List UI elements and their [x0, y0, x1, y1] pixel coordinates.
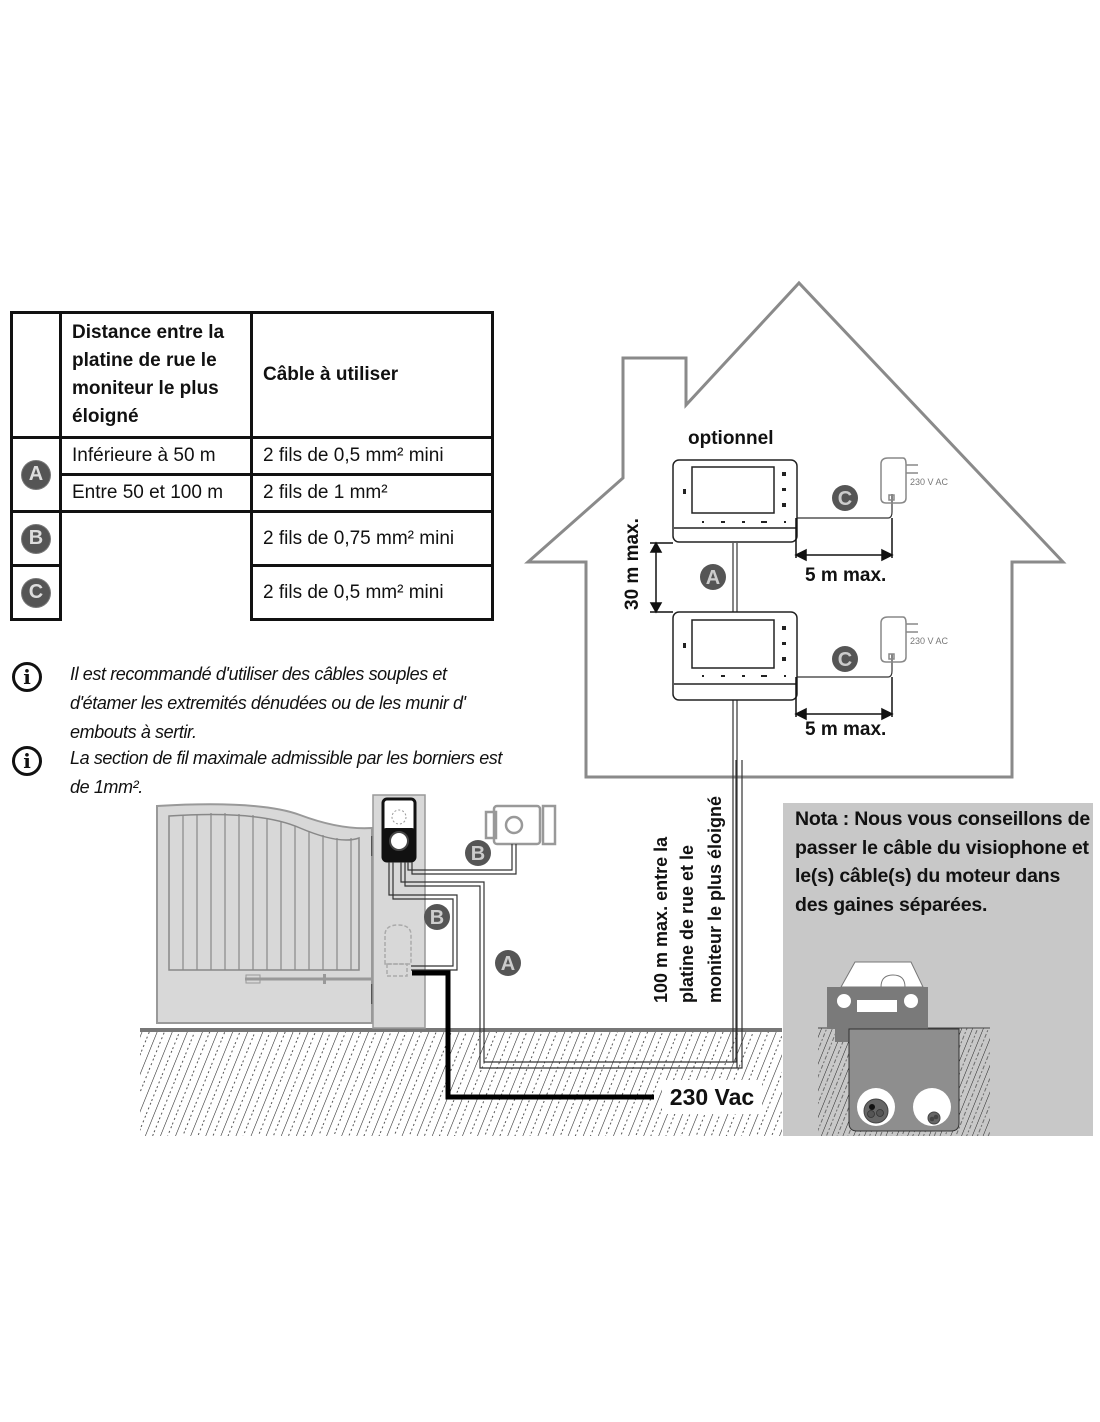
note-flexible-cables: i Il est recommandé d'utiliser des câble…	[12, 660, 510, 747]
row-cable: 2 fils de 0,5 mm² mini	[250, 564, 494, 621]
nota-box: Nota : Nous vous conseillons de passer l…	[783, 803, 1093, 1136]
row-letter-b: B	[10, 510, 62, 567]
row-letter-a: A	[10, 436, 62, 513]
adapter-voltage-bottom: 230 V AC	[910, 636, 949, 646]
badge-b: B	[22, 524, 50, 553]
svg-text:A: A	[706, 567, 720, 589]
row-distance: Entre 50 et 100 m	[59, 473, 253, 513]
row-cable: 2 fils de 0,75 mm² mini	[250, 510, 494, 567]
vertical-distance-label: 30 m max.	[622, 518, 643, 610]
monitor-bottom	[672, 611, 798, 701]
svg-text:B: B	[471, 843, 485, 865]
badge-b-motor: B	[424, 904, 450, 930]
power-adapter-bottom	[880, 616, 918, 663]
table-row: B 2 fils de 0,75 mm² mini	[10, 510, 494, 620]
badge-a: A	[22, 460, 50, 489]
svg-text:B: B	[430, 907, 444, 929]
row-distance-empty	[59, 511, 253, 620]
table-row: Entre 50 et 100 m 2 fils de 1 mm²	[12, 473, 494, 513]
long-distance-line-2: platine de rue et le	[677, 845, 697, 1003]
table-row: A Inférieure à 50 m 2 fils de 0,5 mm² mi…	[10, 436, 494, 513]
gate-motor	[384, 924, 412, 977]
long-distance-line-1: 100 m max. entre la	[651, 836, 671, 1003]
mains-voltage-label: 230 Vac	[662, 1080, 762, 1114]
street-panel	[381, 797, 417, 863]
header-distance: Distance entre la platine de rue le moni…	[59, 311, 253, 439]
note-text: La section de fil maximale admissible pa…	[70, 748, 503, 797]
badge-b-lock: B	[465, 840, 491, 866]
row-distance: Inférieure à 50 m	[59, 436, 253, 476]
badge-c-top: C	[832, 485, 858, 511]
power-adapter-top	[880, 457, 918, 504]
svg-text:C: C	[838, 488, 852, 510]
adapter-voltage-top: 230 V AC	[910, 477, 949, 487]
badge-c: C	[22, 578, 50, 607]
gate	[156, 803, 410, 1024]
row-letter-c: C	[10, 564, 62, 621]
mains-cable	[412, 970, 654, 1100]
long-distance-line-3: moniteur le plus éloigné	[705, 796, 725, 1003]
note-max-wire-section: i La section de fil maximale admissible …	[12, 744, 510, 802]
power-distance-top-label: 5 m max.	[805, 565, 886, 586]
info-icon: i	[12, 662, 42, 692]
house-outline	[524, 280, 1067, 779]
table-header-row: Distance entre la platine de rue le moni…	[10, 311, 494, 439]
note-text: Il est recommandé d'utiliser des câbles …	[70, 664, 466, 742]
svg-text:C: C	[838, 649, 852, 671]
electric-lock	[484, 804, 557, 846]
table-row: C 2 fils de 0,5 mm² mini	[10, 564, 494, 621]
nota-text: Nota : Nous vous conseillons de passer l…	[795, 808, 1091, 916]
row-cable: 2 fils de 1 mm²	[250, 473, 494, 513]
power-distance-bottom-label: 5 m max.	[805, 719, 886, 740]
svg-text:A: A	[501, 953, 515, 975]
badge-a-house: A	[700, 564, 726, 590]
optional-label: optionnel	[688, 428, 773, 449]
row-cable: 2 fils de 0,5 mm² mini	[250, 436, 494, 476]
header-cable: Câble à utiliser	[250, 311, 494, 439]
conduit-illustration	[818, 961, 990, 1136]
header-empty-cell	[10, 311, 62, 439]
badge-a-outdoor: A	[495, 950, 521, 976]
cable-spec-table: Distance entre la platine de rue le moni…	[10, 311, 494, 621]
wiring	[388, 494, 893, 1069]
monitor-top	[672, 459, 798, 543]
badge-c-bottom: C	[832, 646, 858, 672]
dimension-lines	[649, 518, 894, 721]
info-icon: i	[12, 746, 42, 776]
